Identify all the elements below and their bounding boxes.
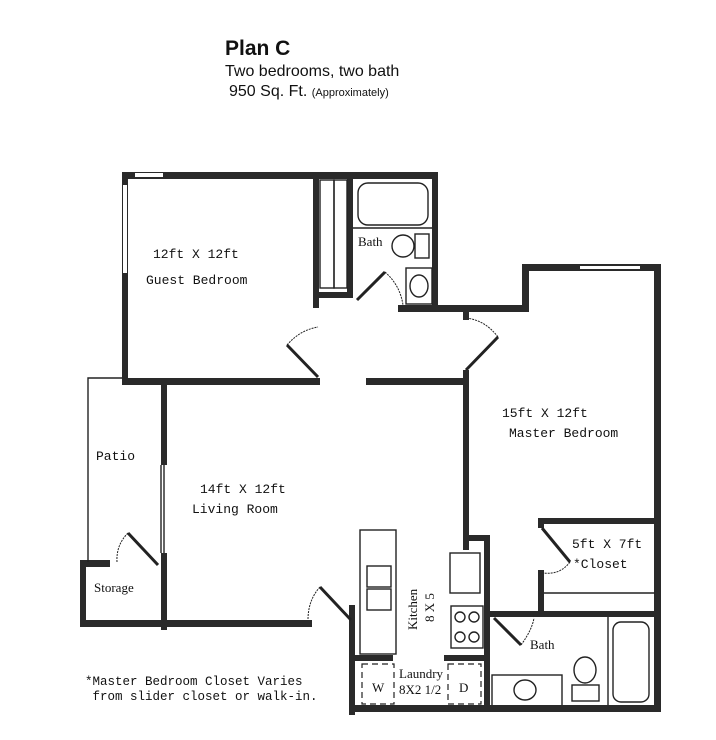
guest-bedroom-label: Guest Bedroom <box>146 273 248 288</box>
door-swing <box>116 532 129 563</box>
master-bath-label: Bath <box>530 637 555 652</box>
hallway-wall <box>366 378 468 385</box>
stove <box>450 605 484 649</box>
kitchen-dims: 8 X 5 <box>422 593 437 622</box>
footnote-line-2: from slider closet or walk-in. <box>85 690 318 704</box>
washer-label: W <box>372 680 385 695</box>
master-bathtub <box>612 621 650 703</box>
size-note: (Approximately) <box>311 87 389 99</box>
living-walls <box>80 385 661 715</box>
master-bath-door[interactable] <box>492 616 523 647</box>
footnote: *Master Bedroom Closet Varies from slide… <box>85 675 318 705</box>
door-swing <box>384 271 404 306</box>
washer-space <box>361 663 395 705</box>
door-swing <box>543 561 571 574</box>
storage-label: Storage <box>94 580 134 595</box>
closet-dims: 5ft X 7ft <box>572 537 642 552</box>
plan-subtitle: Two bedrooms, two bath <box>225 63 400 80</box>
guest-bedroom-dims: 12ft X 12ft <box>153 247 239 262</box>
burner <box>468 611 480 623</box>
dryer-space <box>447 663 482 705</box>
storage-door[interactable] <box>126 531 160 567</box>
guest-bedroom-walls <box>122 172 528 385</box>
kitchen-label: Kitchen <box>405 588 420 630</box>
patio-outline <box>87 377 122 562</box>
plan-header: Plan C Two bedrooms, two bath 950 Sq. Ft… <box>225 36 399 103</box>
master-bedroom-door[interactable] <box>464 335 500 372</box>
footnote-line-1: *Master Bedroom Closet Varies <box>85 675 303 689</box>
door-swing <box>520 617 535 646</box>
kitchen-wall <box>463 540 469 550</box>
master-toilet-bowl <box>573 656 597 684</box>
burner <box>454 631 466 643</box>
door-swing <box>307 586 321 621</box>
plan-size: 950 Sq. Ft. (Approximately) <box>225 82 399 103</box>
plan-title: Plan C <box>225 37 291 60</box>
living-room-dims: 14ft X 12ft <box>200 482 286 497</box>
sink-basin-1 <box>366 565 392 588</box>
guest-sink <box>409 274 429 298</box>
door-swing <box>465 317 499 338</box>
living-room-label: Living Room <box>192 502 278 517</box>
guest-toilet-bowl <box>391 234 415 258</box>
master-bedroom-dims: 15ft X 12ft <box>502 406 588 421</box>
burner <box>454 611 466 623</box>
guest-toilet-tank <box>414 233 430 259</box>
guest-sink-vanity <box>405 267 433 305</box>
door-swing <box>286 326 319 346</box>
guest-bath-door[interactable] <box>355 270 387 302</box>
dryer-label: D <box>459 680 468 695</box>
guest-bathtub <box>357 182 429 226</box>
guest-closet-door-right <box>333 179 348 289</box>
burner <box>468 631 480 643</box>
master-sink <box>513 679 537 701</box>
refrigerator <box>449 552 481 594</box>
master-bedroom-label: Master Bedroom <box>509 426 618 441</box>
laundry-dims: 8X2 1/2 <box>399 682 441 697</box>
guest-bedroom-door[interactable] <box>285 343 320 379</box>
master-bedroom-walls <box>463 264 661 712</box>
patio-label: Patio <box>96 449 135 464</box>
guest-bath-label: Bath <box>358 234 383 249</box>
sink-basin-2 <box>366 588 392 611</box>
closet-label: *Closet <box>573 557 628 572</box>
closet-door[interactable] <box>540 527 572 563</box>
master-toilet-tank <box>571 684 600 702</box>
square-footage: 950 Sq. Ft. <box>229 83 308 100</box>
kitchen-counter <box>359 529 397 655</box>
laundry-label: Laundry <box>399 666 444 681</box>
entry-door[interactable] <box>318 585 353 622</box>
guest-closet-door-left <box>319 179 335 289</box>
